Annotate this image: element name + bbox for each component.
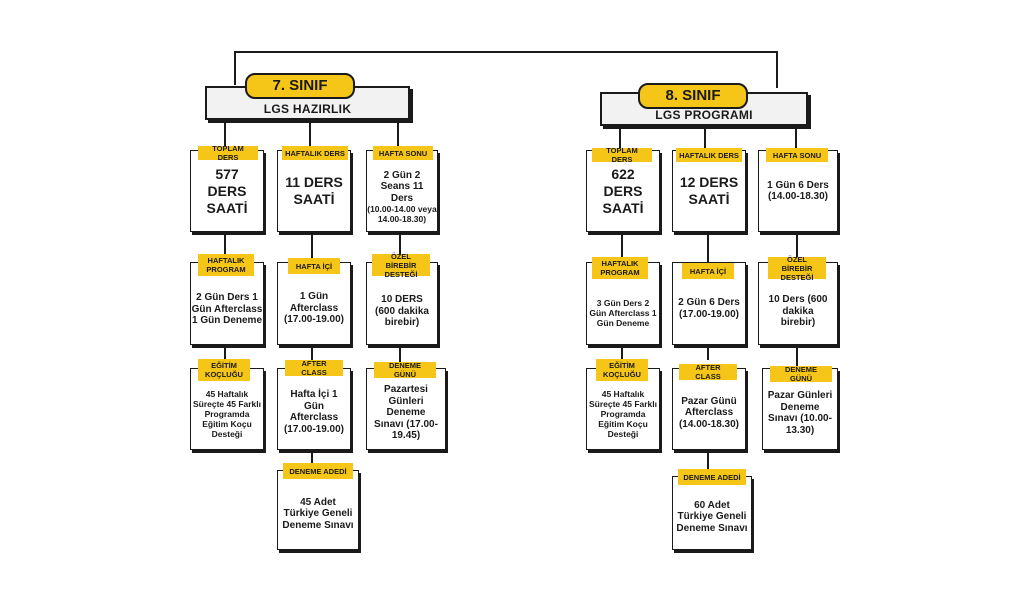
g7-afterclass-card: Hafta İçi 1 Gün Afterclass (17.00-19.00) (277, 368, 351, 450)
g8-weekend-tag: HAFTA SONU (766, 148, 828, 162)
g8-exam-day-tag: DENEME GÜNÜ (770, 365, 832, 383)
g8-afterclass-tag: AFTER CLASS (679, 363, 737, 381)
g7-coaching-tag: EĞİTİM KOÇLUĞU (198, 359, 250, 381)
g8-coaching-card: 45 Haftalık Süreçte 45 Farklı Programda … (586, 368, 660, 450)
g8-afterclass-card: Pazar Günü Afterclass (14.00-18.30) (672, 368, 746, 450)
g7-weekly-program-tag: HAFTALIK PROGRAM (198, 254, 254, 276)
g7-weekend-card: 2 Gün 2 Seans 11 Ders (10.00-14.00 veya … (366, 150, 438, 232)
g7-exam-day-card: Pazartesi Günleri Deneme Sınavı (17.00-1… (366, 368, 446, 450)
g8-exam-count-card: 60 Adet Türkiye Geneli Deneme Sınavı (672, 476, 752, 550)
g7-weekday-card: 1 Gün Afterclass (17.00-19.00) (277, 262, 351, 345)
grade8-title: 8. SINIF (638, 83, 748, 109)
grade7-title: 7. SINIF (245, 73, 355, 99)
g7-weekend-tag: HAFTA SONU (373, 146, 433, 160)
g8-weekday-tag: HAFTA İÇİ (682, 263, 734, 279)
g7-afterclass-tag: AFTER CLASS (285, 359, 343, 377)
grade8-subtitle: LGS PROGRAMI (655, 108, 753, 122)
g8-weekly-lessons-card: 12 DERS SAATİ (672, 150, 746, 232)
g7-private-support-tag: ÖZEL BİREBİR DESTEĞİ (372, 252, 430, 279)
g8-total-tag: TOPLAM DERS (592, 146, 652, 164)
g7-branch (224, 118, 399, 148)
grade7-subtitle: LGS HAZIRLIK (263, 102, 352, 116)
g8-weekly-program-tag: HAFTALIK PROGRAM (592, 257, 648, 279)
g7-weekly-lessons-card: 11 DERS SAATİ (277, 150, 351, 232)
g8-weekend-card: 1 Gün 6 Ders (14.00-18.30) (758, 150, 838, 232)
top-connector (234, 51, 778, 88)
g7-coaching-card: 45 Haftalık Süreçte 45 Farklı Programda … (190, 368, 264, 450)
g7-exam-count-tag: DENEME ADEDİ (283, 463, 353, 479)
g7-total-card: 577 DERS SAATİ (190, 150, 264, 232)
g8-private-support-tag: ÖZEL BİREBİR DESTEĞİ (768, 255, 826, 282)
g7-weekday-tag: HAFTA İÇİ (288, 258, 340, 274)
g8-exam-count-tag: DENEME ADEDİ (678, 469, 746, 485)
g8-weekly-lessons-tag: HAFTALIK DERS (676, 148, 742, 162)
g8-total-card: 622 DERS SAATİ (586, 150, 660, 232)
g8-branch (619, 124, 797, 150)
g7-total-tag: TOPLAM DERS (198, 144, 258, 162)
g7-exam-count-card: 45 Adet Türkiye Geneli Deneme Sınavı (277, 470, 359, 550)
g7-weekly-lessons-tag: HAFTALIK DERS (282, 146, 348, 160)
g8-coaching-tag: EĞİTİM KOÇLUĞU (596, 359, 648, 381)
g7-exam-day-tag: DENEME GÜNÜ (374, 361, 436, 379)
